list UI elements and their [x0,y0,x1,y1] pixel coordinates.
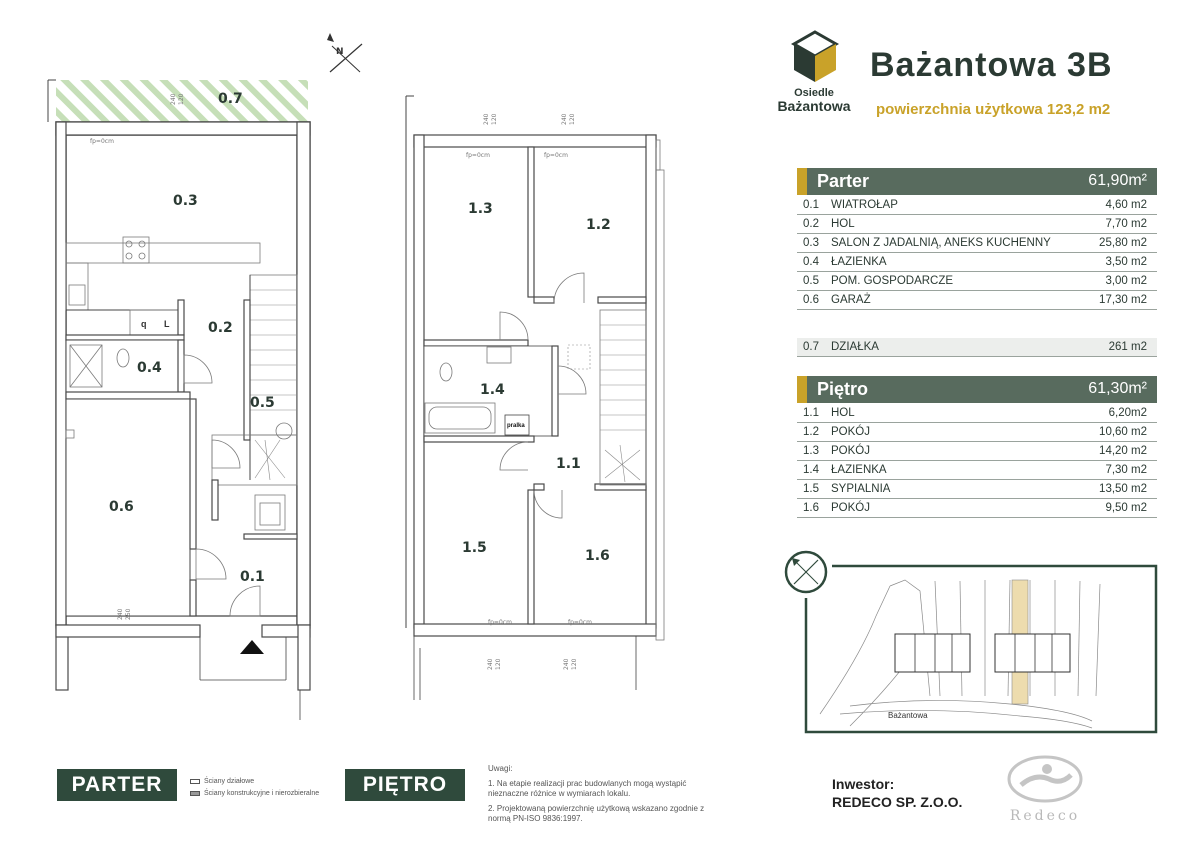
parter-badge: PARTER [57,769,177,801]
redeco-logo-icon [1007,755,1083,803]
svg-text:q: q [141,319,147,329]
svg-text:fp=0cm: fp=0cm [568,619,592,626]
note-2: 2. Projektowaną powierzchnię użytkową ws… [488,804,705,823]
north-label: N [336,47,344,57]
upper-floor-plan: pralka fp=0cm fp=0cm fp=0cm fp=0cm 240 1… [405,95,665,700]
wall-legend: Ściany działowe Ściany konstrukcyjne i n… [190,776,319,800]
legend-item: Ściany działowe [190,776,319,788]
svg-text:240: 240 [483,113,490,125]
room-label-0-7: 0.7 [218,91,243,107]
svg-text:240: 240 [170,93,177,105]
svg-text:fp=0cm: fp=0cm [466,152,490,159]
ground-floor-plan: q L [47,79,311,720]
north-arrow-icon: N [327,33,363,73]
notes: Uwagi: 1. Na etapie realizacji prac budo… [488,764,718,829]
svg-text:fp=0cm: fp=0cm [544,152,568,159]
brand-name: Osiedle Bażantowa [777,87,851,114]
svg-text:240: 240 [563,658,570,670]
washer-label: pralka [507,423,525,429]
redeco-logo: Redeco [985,755,1105,824]
plot-terrace-area [56,80,308,122]
svg-text:120: 120 [495,658,502,670]
investor: Inwestor: REDECO SP. Z.O.O. [832,775,962,811]
room-label-1-1: 1.1 [556,456,581,472]
svg-text:240: 240 [117,608,124,620]
page-title: Bażantowa 3B [870,46,1113,84]
entrance-arrow-icon [240,640,264,654]
room-label-0-4: 0.4 [137,360,162,376]
usable-area-subtitle: powierzchnia użytkowa 123,2 m2 [876,101,1111,118]
svg-text:120: 120 [569,113,576,125]
investor-name: REDECO SP. Z.O.O. [832,794,963,810]
room-label-1-3: 1.3 [468,201,493,217]
room-label-0-5: 0.5 [250,395,275,411]
investor-label: Inwestor: [832,776,895,792]
room-label-0-6: 0.6 [109,499,134,515]
legend-item: Ściany konstrukcyjne i nierozbieralne [190,788,319,800]
svg-text:120: 120 [178,93,185,105]
svg-text:250: 250 [125,608,132,620]
svg-text:fp=0cm: fp=0cm [90,138,114,145]
room-label-1-6: 1.6 [585,548,610,564]
brand-logo [780,30,850,93]
parter-header: Parter 61,90m² [797,168,1157,195]
street-label: Bażantowa [888,711,928,720]
pietro-header: Piętro 61,30m² [797,376,1157,403]
svg-text:L: L [164,319,170,329]
svg-text:120: 120 [571,658,578,670]
room-label-1-2: 1.2 [586,217,611,233]
notes-title: Uwagi: [488,764,513,773]
svg-text:120: 120 [491,113,498,125]
pietro-badge: PIĘTRO [345,769,465,801]
cube-logo-icon [790,30,840,82]
svg-text:240: 240 [561,113,568,125]
room-label-0-3: 0.3 [173,193,198,209]
svg-text:240: 240 [487,658,494,670]
room-label-0-1: 0.1 [240,569,265,585]
floor-plans: N q L [47,33,665,720]
room-label-1-4: 1.4 [480,382,505,398]
note-1: 1. Na etapie realizacji prac budowlanych… [488,779,687,798]
svg-text:fp=0cm: fp=0cm [488,619,512,626]
site-map: Bażantowa [780,546,1158,734]
room-label-1-5: 1.5 [462,540,487,556]
room-label-0-2: 0.2 [208,320,233,336]
